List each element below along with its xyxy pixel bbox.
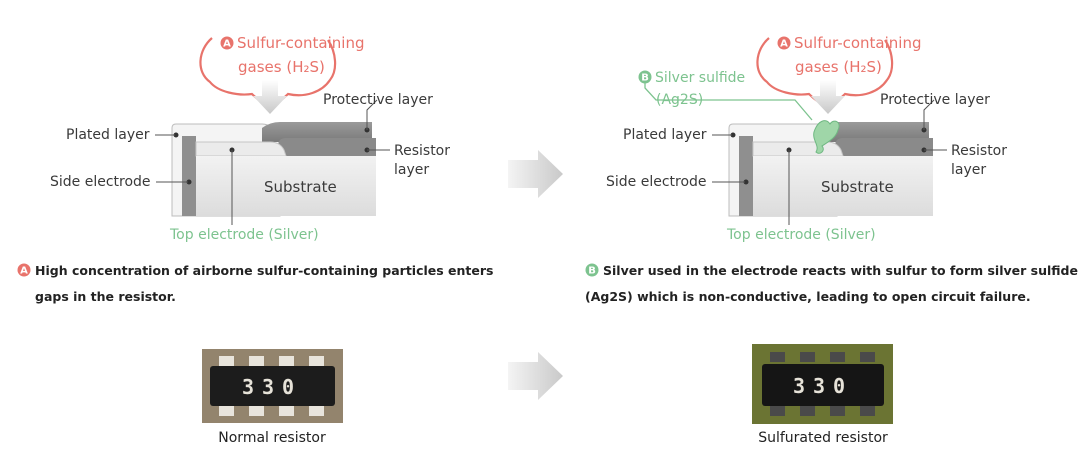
badge-b-letter: B bbox=[641, 73, 649, 84]
resistor-layer-label2-a: layer bbox=[394, 162, 429, 178]
protective-layer-b bbox=[819, 122, 929, 142]
caption-b-line1: Silver used in the electrode reacts with… bbox=[603, 263, 1078, 278]
down-arrow-b bbox=[811, 80, 845, 114]
top-electrode-label-b: Top electrode (Silver) bbox=[726, 227, 876, 243]
gas-label-line2-a: gases (H₂S) bbox=[238, 58, 325, 76]
caption-badge-b bbox=[585, 263, 599, 277]
side-electrode-label-a: Side electrode bbox=[50, 174, 151, 190]
substrate-label-a: Substrate bbox=[264, 178, 337, 196]
caption-badge-b-letter: B bbox=[588, 266, 596, 277]
gas-label-line1-a: Sulfur-containing bbox=[237, 34, 364, 52]
top-electrode-label-a: Top electrode (Silver) bbox=[169, 227, 319, 243]
badge-b bbox=[638, 70, 652, 84]
panel-b-diagram: A B Sulfur-containing gases (H₂S) Silver… bbox=[606, 34, 1007, 243]
panel-a-diagram: A Sulfur-containing gases (H₂S) Protecti… bbox=[50, 34, 450, 243]
caption-badge-a bbox=[17, 263, 31, 277]
gas-label-line1-b: Sulfur-containing bbox=[794, 34, 921, 52]
caption-a-line1: High concentration of airborne sulfur-co… bbox=[35, 263, 493, 278]
caption-badge-a-letter: A bbox=[20, 266, 28, 277]
badge-a bbox=[220, 36, 234, 50]
side-electrode-a bbox=[182, 136, 196, 216]
substrate-label-b: Substrate bbox=[821, 178, 894, 196]
resistor-layer-label1-a: Resistor bbox=[394, 143, 450, 159]
gas-label-line2-b: gases (H₂S) bbox=[795, 58, 882, 76]
arrow-right-bottom bbox=[508, 352, 563, 400]
substrate-b bbox=[753, 156, 933, 216]
protective-layer-label-a: Protective layer bbox=[323, 92, 433, 108]
sulfurated-resistor-caption: Sulfurated resistor bbox=[758, 430, 888, 446]
plated-layer-label-b: Plated layer bbox=[623, 127, 707, 143]
badge-a-b-letter: A bbox=[780, 39, 788, 50]
side-electrode-label-b: Side electrode bbox=[606, 174, 707, 190]
top-electrode-a bbox=[195, 141, 287, 157]
normal-chip-marking: 330 bbox=[242, 375, 302, 399]
down-arrow-a bbox=[253, 80, 287, 114]
badge-a-letter: A bbox=[223, 39, 231, 50]
resistor-layer-label2-b: layer bbox=[951, 162, 986, 178]
resistor-layer-label1-b: Resistor bbox=[951, 143, 1007, 159]
sulfurated-chip-marking: 330 bbox=[793, 374, 853, 398]
caption-b-line2: (Ag2S) which is non-conductive, leading … bbox=[585, 289, 1031, 304]
normal-resistor-photo: 330 bbox=[202, 349, 343, 423]
protective-layer-a bbox=[262, 122, 372, 142]
arrow-right-top bbox=[508, 150, 563, 198]
silver-sulfide-label-line1: Silver sulfide bbox=[655, 70, 745, 86]
normal-resistor-caption: Normal resistor bbox=[218, 430, 326, 446]
silver-sulfide-label-line2: (Ag2S) bbox=[656, 92, 703, 108]
top-electrode-b bbox=[752, 141, 844, 157]
badge-a-b bbox=[777, 36, 791, 50]
side-electrode-b bbox=[739, 136, 753, 216]
caption-a-line2: gaps in the resistor. bbox=[35, 289, 176, 304]
plated-layer-label-a: Plated layer bbox=[66, 127, 150, 143]
protective-layer-label-b: Protective layer bbox=[880, 92, 990, 108]
sulfurated-resistor-photo: 330 bbox=[752, 344, 893, 424]
substrate-a bbox=[196, 156, 376, 216]
silver-sulfide-growth bbox=[813, 120, 840, 154]
